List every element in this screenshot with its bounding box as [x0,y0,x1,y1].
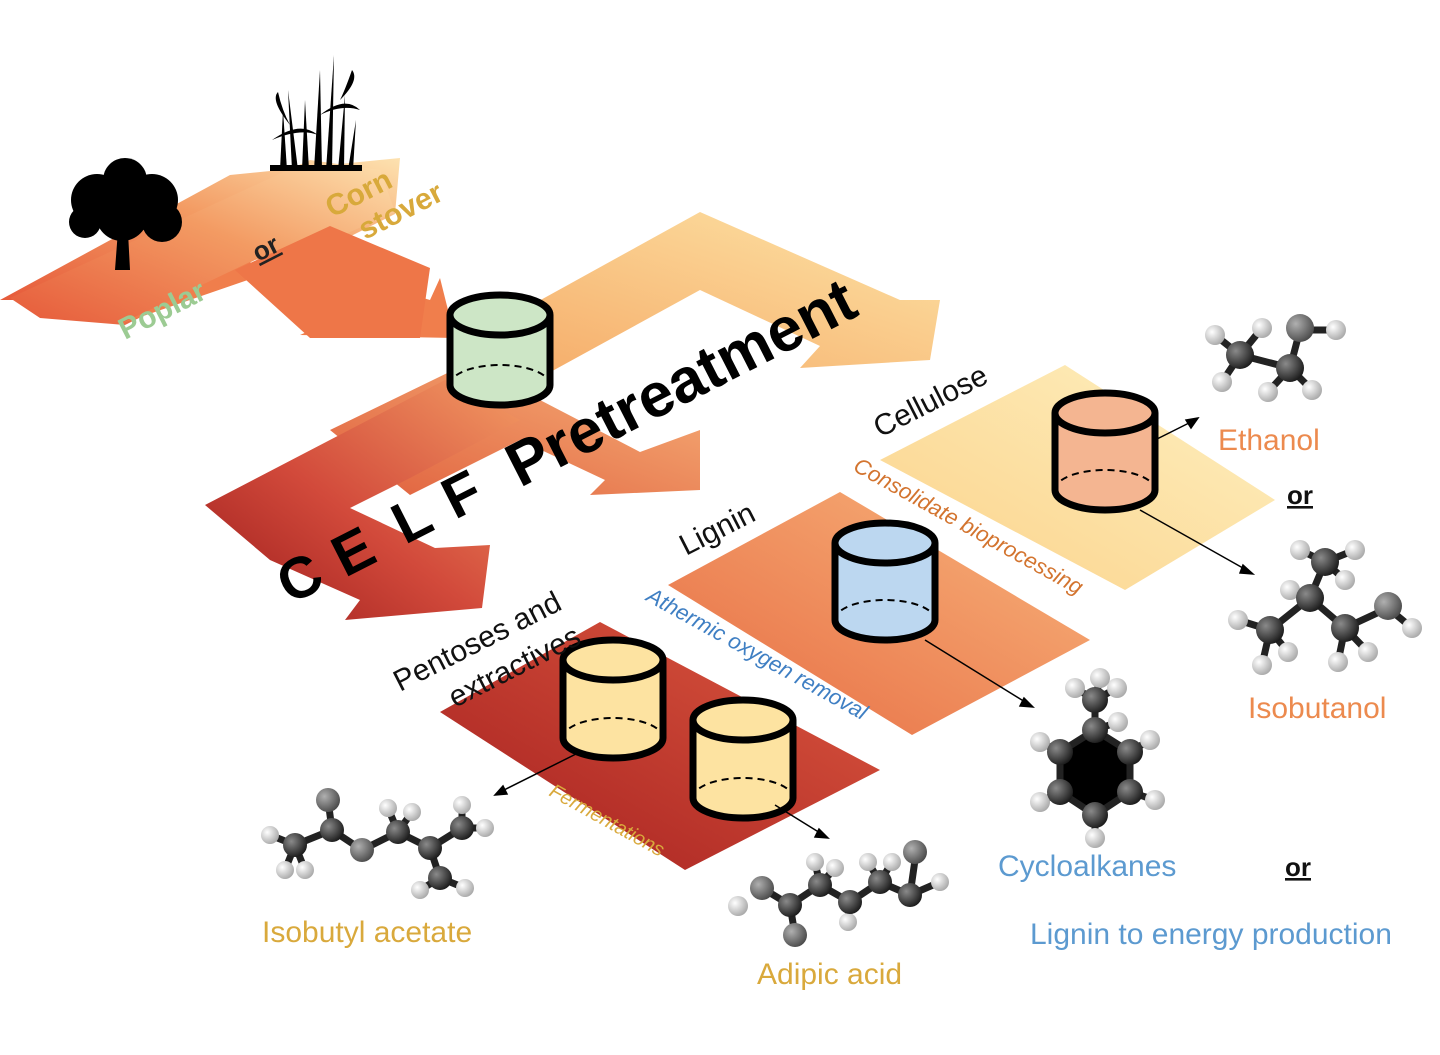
cycloalkane-molecule [1030,668,1165,848]
poplar-feed-arrow [10,160,395,325]
cellulose-reactor [1051,389,1159,514]
cellulose-band-shape [450,212,940,375]
product-arrows [493,416,1256,839]
isobutyl-acetate-molecule [261,788,494,899]
corn-stover-icon [270,55,362,171]
adipic-acid-molecule [728,840,949,947]
pentoses-reactor-1 [559,636,667,762]
isobutyl-acetate-label: Isobutyl acetate [262,916,472,949]
ethanol-molecule [1205,314,1346,402]
merge-arrow-head [235,226,430,338]
or-label-2: or [1285,852,1311,882]
lignin-reactor [831,519,939,644]
cycloalkanes-label: Cycloalkanes [998,850,1176,883]
pretreatment-reactor [446,291,554,409]
adipic-acid-label: Adipic acid [757,958,902,991]
cellulose-band [450,212,940,375]
ethanol-label: Ethanol [1218,424,1320,457]
lignin-energy-label: Lignin to energy production [1030,918,1392,951]
isobutanol-label: Isobutanol [1248,692,1386,725]
pentoses-band-shape [205,380,520,620]
pentoses-reactor-2 [689,696,797,822]
pentoses-band [205,380,520,620]
celf-letter-f: F [431,458,492,532]
isobutanol-molecule [1228,540,1422,675]
tree-icon [69,158,182,270]
feedstock-arrows [0,158,455,338]
or-label-1: or [1287,480,1313,510]
